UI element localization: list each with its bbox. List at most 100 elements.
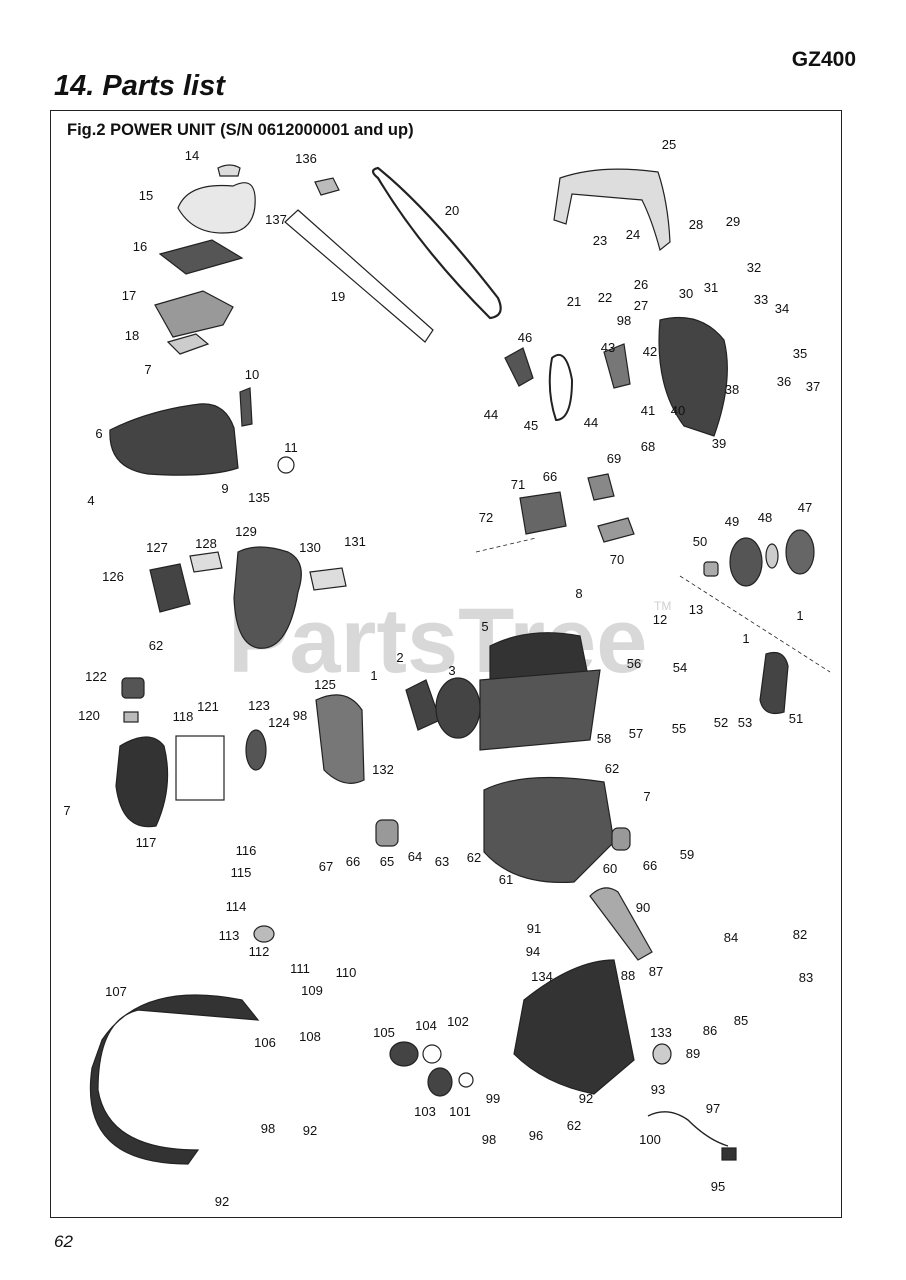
part-callout-136: 136 (295, 151, 317, 166)
part-callout-102: 102 (447, 1014, 469, 1029)
part-callout-128: 128 (195, 536, 217, 551)
part-callout-101: 101 (449, 1104, 471, 1119)
part-callout-120: 120 (78, 708, 100, 723)
part-callout-27: 27 (634, 298, 648, 313)
part-callout-117: 117 (136, 835, 157, 850)
part-callout-1: 1 (742, 631, 749, 646)
part-callout-7: 7 (144, 362, 151, 377)
part-callout-56: 56 (627, 656, 641, 671)
part-callout-72: 72 (479, 510, 493, 525)
part-callout-129: 129 (235, 524, 257, 539)
part-callout-19: 19 (331, 289, 345, 304)
part-callout-48: 48 (758, 510, 772, 525)
page-number: 62 (54, 1232, 73, 1251)
part-callout-6: 6 (95, 426, 102, 441)
part-callout-33: 33 (754, 292, 768, 307)
part-callout-64: 64 (408, 849, 422, 864)
part-callout-95: 95 (711, 1179, 725, 1194)
part-callout-37: 37 (806, 379, 820, 394)
part-callout-96: 96 (529, 1128, 543, 1143)
part-callout-43: 43 (601, 340, 615, 355)
part-callout-123: 123 (248, 698, 270, 713)
part-callout-38: 38 (725, 382, 739, 397)
part-callout-51: 51 (789, 711, 803, 726)
part-callout-105: 105 (373, 1025, 395, 1040)
part-callout-113: 113 (219, 928, 240, 943)
part-callout-98: 98 (261, 1121, 275, 1136)
figure-title: Fig.2 POWER UNIT (S/N 0612000001 and up) (67, 121, 414, 139)
part-callout-55: 55 (672, 721, 686, 736)
part-callout-88: 88 (621, 968, 635, 983)
part-callout-66: 66 (346, 854, 360, 869)
part-callout-100: 100 (639, 1132, 661, 1147)
part-callout-25: 25 (662, 137, 676, 152)
part-callout-133: 133 (650, 1025, 672, 1040)
part-callout-106: 106 (254, 1035, 276, 1050)
part-callout-7: 7 (643, 789, 650, 804)
part-callout-121: 121 (197, 699, 219, 714)
part-callout-62: 62 (149, 638, 163, 653)
part-callout-15: 15 (139, 188, 153, 203)
part-callout-16: 16 (133, 239, 147, 254)
part-callout-125: 125 (314, 677, 336, 692)
section-title: 14. Parts list (54, 70, 225, 102)
part-callout-89: 89 (686, 1046, 700, 1061)
part-callout-114: 114 (226, 899, 247, 914)
part-callout-21: 21 (567, 294, 581, 309)
part-callout-116: 116 (236, 843, 257, 858)
part-callout-84: 84 (724, 930, 738, 945)
part-callout-65: 65 (380, 854, 394, 869)
part-callout-22: 22 (598, 290, 612, 305)
part-callout-70: 70 (610, 552, 624, 567)
part-callout-98: 98 (293, 708, 307, 723)
part-callout-98: 98 (482, 1132, 496, 1147)
part-callout-32: 32 (747, 260, 761, 275)
part-callout-61: 61 (499, 872, 513, 887)
part-callout-20: 20 (445, 203, 459, 218)
part-callout-41: 41 (641, 403, 655, 418)
part-callout-5: 5 (481, 619, 488, 634)
part-callout-104: 104 (415, 1018, 437, 1033)
part-callout-130: 130 (299, 540, 321, 555)
part-callout-135: 135 (248, 490, 270, 505)
part-callout-31: 31 (704, 280, 718, 295)
part-callout-7: 7 (63, 803, 70, 818)
part-callout-118: 118 (173, 709, 194, 724)
part-callout-62: 62 (567, 1118, 581, 1133)
part-callout-90: 90 (636, 900, 650, 915)
part-callout-26: 26 (634, 277, 648, 292)
part-callout-17: 17 (122, 288, 136, 303)
part-callout-137: 137 (265, 212, 287, 227)
part-callout-92: 92 (579, 1091, 593, 1106)
part-callout-14: 14 (185, 148, 199, 163)
part-callout-52: 52 (714, 715, 728, 730)
part-callout-103: 103 (414, 1104, 436, 1119)
part-callout-18: 18 (125, 328, 139, 343)
part-callout-24: 24 (626, 227, 640, 242)
part-callout-69: 69 (607, 451, 621, 466)
part-callout-132: 132 (372, 762, 394, 777)
part-callout-49: 49 (725, 514, 739, 529)
part-callout-109: 109 (301, 983, 323, 998)
part-callout-59: 59 (680, 847, 694, 862)
part-callout-35: 35 (793, 346, 807, 361)
part-callout-108: 108 (299, 1029, 321, 1044)
part-callout-87: 87 (649, 964, 663, 979)
part-callout-29: 29 (726, 214, 740, 229)
part-callout-86: 86 (703, 1023, 717, 1038)
part-callout-11: 11 (284, 440, 298, 455)
part-callout-28: 28 (689, 217, 703, 232)
part-callout-131: 131 (344, 534, 366, 549)
part-callout-8: 8 (575, 586, 582, 601)
model-number: GZ400 (791, 48, 856, 71)
part-callout-82: 82 (793, 927, 807, 942)
part-callout-71: 71 (511, 477, 525, 492)
part-callout-63: 63 (435, 854, 449, 869)
part-callout-53: 53 (738, 715, 752, 730)
part-callout-44: 44 (484, 407, 498, 422)
part-callout-46: 46 (518, 330, 532, 345)
part-callout-23: 23 (593, 233, 607, 248)
part-callout-45: 45 (524, 418, 538, 433)
part-callout-124: 124 (268, 715, 290, 730)
